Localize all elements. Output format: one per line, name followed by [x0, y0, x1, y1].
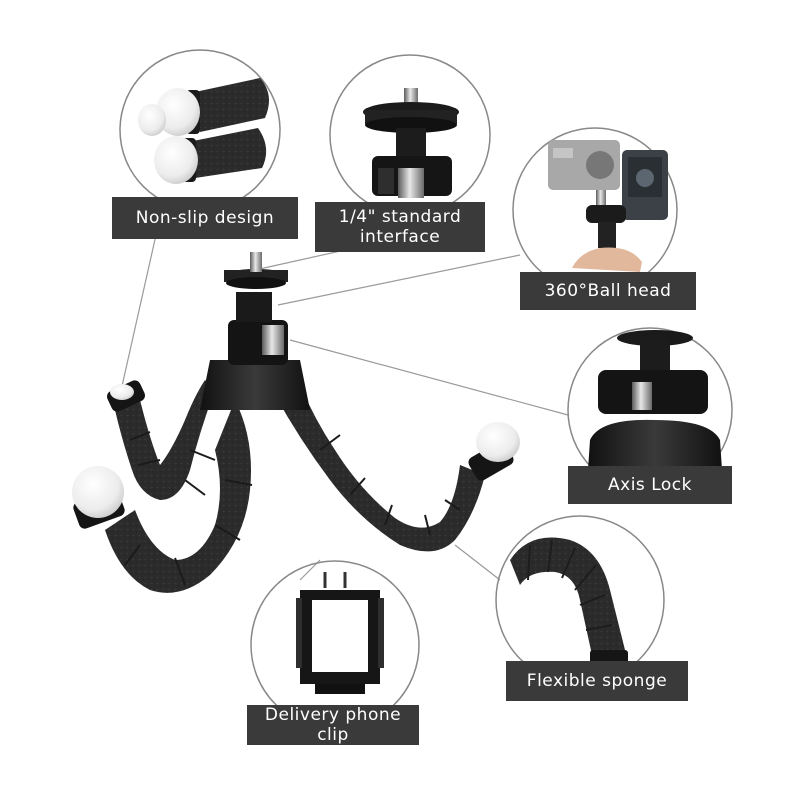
main-tripod-image — [72, 252, 520, 593]
interface-detail-image — [363, 88, 459, 198]
non-slip-detail-image — [138, 78, 269, 184]
axis-lock-label: Axis Lock — [568, 466, 732, 504]
flexible-sponge-label: Flexible sponge — [506, 661, 688, 701]
leader-lines — [119, 234, 569, 581]
phone-clip-detail-image — [296, 572, 384, 694]
axis-lock-detail-image — [588, 330, 722, 470]
phone-clip-label: Delivery phone clip — [247, 705, 419, 745]
flexible-sponge-detail-image — [510, 537, 628, 664]
ball-head-detail-image — [548, 140, 668, 272]
non-slip-label: Non-slip design — [112, 197, 298, 239]
interface-label: 1/4" standard interface — [315, 202, 485, 252]
ball-head-label: 360°Ball head — [520, 272, 696, 310]
